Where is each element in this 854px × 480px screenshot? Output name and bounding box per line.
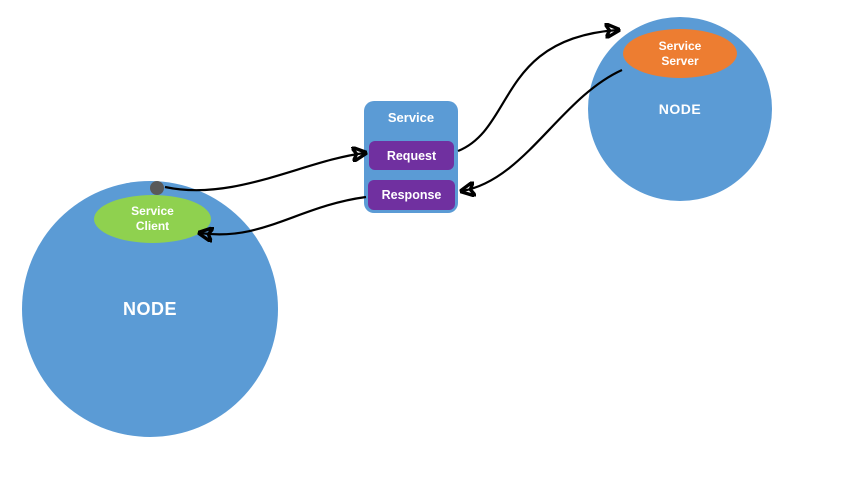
request-box: Request	[369, 141, 454, 170]
client-anchor-dot	[150, 181, 164, 195]
service-client-ellipse: Service Client	[94, 195, 211, 243]
service-client-label-line1: Service	[131, 204, 174, 218]
service-server-ellipse: Service Server	[623, 29, 737, 78]
response-label: Response	[381, 188, 442, 202]
client-to-request-arrow	[164, 153, 365, 192]
right-node-label: NODE	[658, 101, 702, 117]
service-box-title: Service	[387, 110, 435, 125]
service-server-label-line2: Server	[661, 53, 699, 68]
response-box: Response	[368, 180, 455, 210]
request-label: Request	[386, 148, 437, 163]
left-node-label: NODE	[122, 298, 177, 319]
service-server-label-line1: Service	[658, 38, 702, 53]
service-client-label-line2: Client	[135, 219, 170, 233]
